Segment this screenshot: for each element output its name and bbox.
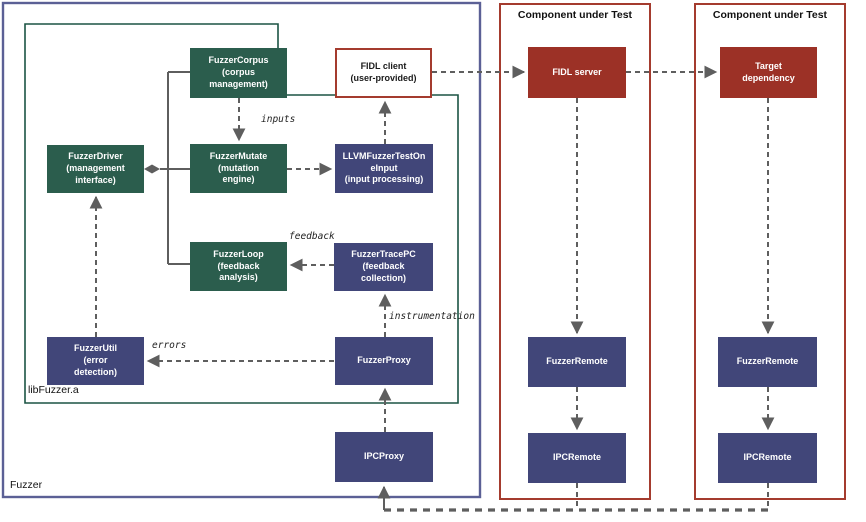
component-under-test-1-border [499, 3, 651, 500]
node-fidl-client-label: FIDL client (user-provided) [350, 61, 417, 83]
libfuzzer-zone-label: libFuzzer.a [28, 384, 79, 396]
edge-label-feedback: feedback [289, 231, 335, 242]
component-under-test-1-label: Component under Test [517, 9, 633, 21]
node-fuzzer-corpus-label: FuzzerCorpus (corpus management) [208, 55, 269, 89]
node-fuzzer-trace-pc-label: FuzzerTracePC (feedback collection) [351, 249, 416, 283]
node-fuzzer-util-label: FuzzerUtil (error detection) [73, 343, 117, 377]
edge-label-inputs: inputs [261, 114, 296, 125]
node-fuzzer-remote-1: FuzzerRemote [528, 337, 626, 387]
node-fuzzer-mutate-label: FuzzerMutate (mutation engine) [209, 150, 268, 185]
node-fuzzer-corpus: FuzzerCorpus (corpus management) [190, 48, 287, 98]
node-fuzzer-driver: FuzzerDriver (management interface) [47, 145, 144, 193]
node-fuzzer-proxy: FuzzerProxy [335, 337, 433, 385]
node-fidl-server: FIDL server [528, 47, 626, 98]
node-llvm-fuzzer-test-one-input: LLVMFuzzerTestOn eInput (input processin… [335, 144, 433, 193]
node-ipc-proxy: IPCProxy [335, 432, 433, 482]
node-target-dependency-label: Target dependency [742, 60, 795, 83]
node-fidl-client: FIDL client (user-provided) [335, 48, 432, 98]
node-fuzzer-mutate: FuzzerMutate (mutation engine) [190, 144, 287, 193]
libfuzzer-zone-border [24, 23, 459, 404]
node-fuzzer-loop: FuzzerLoop (feedback analysis) [190, 242, 287, 291]
fuzzer-zone-border [1, 1, 482, 499]
node-fuzzer-util: FuzzerUtil (error detection) [47, 337, 144, 385]
node-ipc-remote-2: IPCRemote [718, 433, 817, 483]
node-llvm-fuzzer-test-one-input-label: LLVMFuzzerTestOn eInput (input processin… [342, 150, 426, 185]
node-fuzzer-remote-1-label: FuzzerRemote [546, 356, 608, 367]
node-fidl-server-label: FIDL server [552, 66, 602, 77]
node-target-dependency: Target dependency [720, 47, 817, 98]
fuzzer-zone-label: Fuzzer [10, 479, 43, 491]
node-ipc-remote-1-label: IPCRemote [552, 452, 601, 463]
composition-diamond [144, 164, 160, 174]
node-fuzzer-proxy-label: FuzzerProxy [357, 355, 411, 366]
node-fuzzer-trace-pc: FuzzerTracePC (feedback collection) [334, 243, 433, 291]
node-fuzzer-driver-label: FuzzerDriver (management interface) [66, 151, 125, 185]
node-ipc-remote-1: IPCRemote [528, 433, 626, 483]
component-under-test-2-label: Component under Test [712, 9, 828, 21]
node-ipc-proxy-label: IPCProxy [363, 451, 405, 462]
node-fuzzer-loop-label: FuzzerLoop (feedback analysis) [213, 248, 264, 283]
node-fuzzer-remote-2-label: FuzzerRemote [736, 356, 799, 367]
node-ipc-remote-2-label: IPCRemote [743, 452, 792, 463]
edge-label-errors: errors [152, 340, 187, 351]
edge-label-instrumentation: instrumentation [389, 311, 475, 322]
node-fuzzer-remote-2: FuzzerRemote [718, 337, 817, 387]
component-under-test-2-border [694, 3, 846, 500]
